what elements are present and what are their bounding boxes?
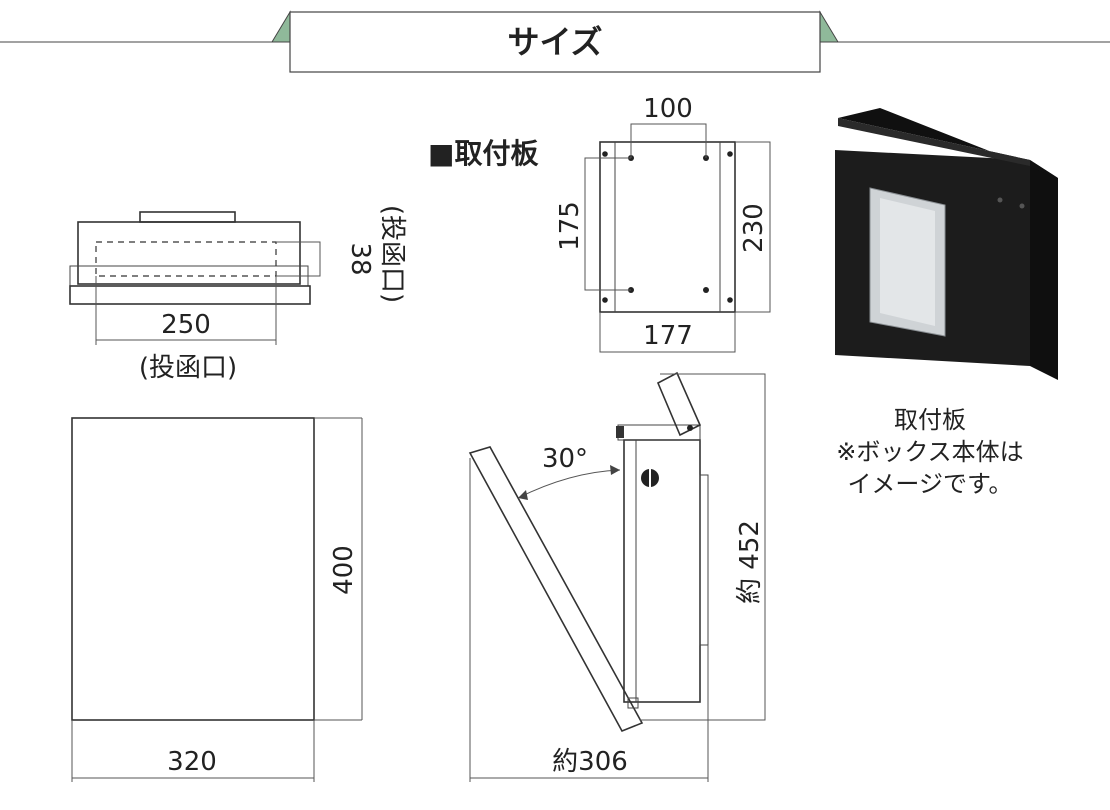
header-banner: サイズ — [0, 10, 1110, 73]
photo-caption-line1: 取付板 — [894, 406, 966, 434]
plate-outline — [599, 141, 736, 313]
dim-opening-height-label: (投函口) — [377, 205, 407, 303]
photo-caption-line3: イメージです。 — [847, 470, 1012, 498]
top-lid — [656, 371, 702, 437]
front-view-drawing: 400 320 — [71, 417, 363, 782]
photo-caption-line2: ※ボックス本体は — [836, 438, 1023, 466]
front-door-open — [468, 446, 644, 733]
banner-box — [289, 11, 821, 73]
dim-front-width: 320 — [167, 747, 217, 777]
banner-right-accent — [819, 10, 839, 43]
dim-plate-left: 175 — [555, 201, 585, 251]
dim-side-depth: 約306 — [552, 747, 628, 777]
side-view-drawing: 30° 約 452 約306 — [468, 371, 766, 782]
mounting-plate-heading: ■取付板 — [428, 137, 538, 170]
banner-left-accent — [271, 10, 291, 43]
dim-plate-top: 100 — [643, 94, 693, 124]
box-body-side — [623, 439, 701, 703]
top-view-drawing: 38 (投函口) 250 (投函口) — [69, 205, 407, 383]
opening-dashed-outline — [95, 241, 277, 277]
page-title: サイズ — [507, 23, 602, 61]
dim-plate-bottom: 177 — [643, 321, 693, 351]
dim-opening-width-label: (投函口) — [139, 353, 237, 383]
product-photo: 取付板 ※ボックス本体は イメージです。 — [835, 108, 1058, 498]
front-panel — [71, 417, 315, 721]
dim-opening-width: 250 — [161, 310, 211, 340]
dim-front-height: 400 — [329, 545, 359, 595]
dim-side-height: 約 452 — [735, 520, 765, 604]
dim-opening-height: 38 — [345, 242, 375, 275]
dim-door-angle: 30° — [542, 444, 588, 474]
mounting-plate-drawing: ■取付板 100 175 230 177 — [428, 94, 771, 353]
dim-plate-right: 230 — [739, 203, 769, 253]
